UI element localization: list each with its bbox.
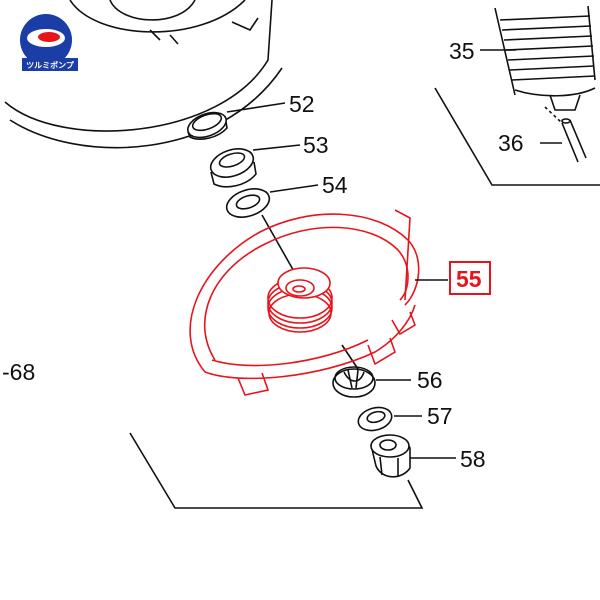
motor-housing (4, 0, 283, 149)
logo-banner (22, 58, 78, 71)
label-52: 52 (289, 91, 315, 117)
label-56: 56 (417, 367, 443, 393)
pin-36 (544, 106, 587, 163)
leader-lines (226, 49, 562, 459)
impeller-55 (189, 209, 420, 396)
label-57: 57 (427, 403, 453, 429)
ring-52 (187, 111, 228, 140)
logo-red-swoosh (38, 32, 60, 42)
base-frame (129, 432, 424, 509)
cap-nut-58 (370, 434, 411, 478)
label-53: 53 (303, 132, 329, 158)
label-68: -68 (2, 359, 35, 385)
label-58: 58 (460, 446, 486, 472)
washer-57 (357, 406, 393, 432)
nut-56 (332, 366, 376, 398)
label-36: 36 (498, 130, 524, 156)
logo-text: ツルミポンプ (26, 60, 75, 70)
washer-54 (225, 188, 271, 218)
collar-53 (209, 148, 257, 188)
label-54: 54 (322, 172, 348, 198)
label-35: 35 (449, 38, 475, 64)
highlight-box (449, 261, 491, 295)
tsurumi-logo: ツルミポンプ (20, 14, 78, 71)
label-55: 55 (456, 266, 482, 292)
shaft-assembly (434, 5, 600, 186)
